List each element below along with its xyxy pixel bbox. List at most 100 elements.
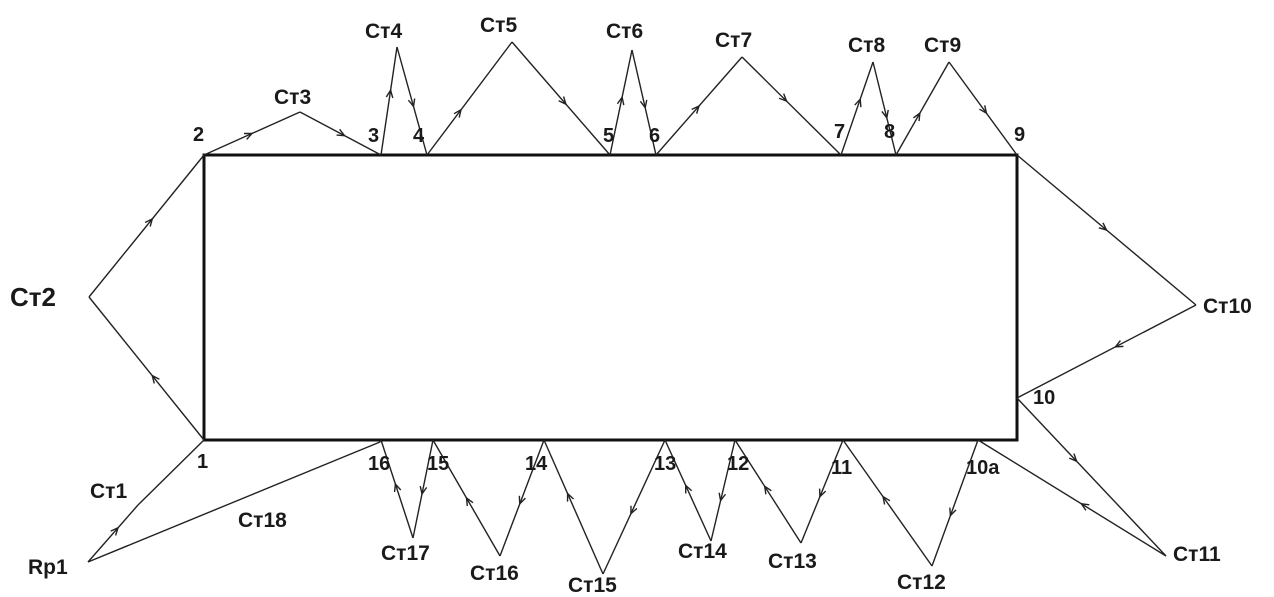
point-label-15: 15: [427, 453, 449, 475]
station-label-st14: Ст14: [678, 540, 727, 563]
station-label-rp1: Rp1: [28, 556, 68, 579]
station-label-st12: Ст12: [897, 571, 946, 594]
station-label-st3: Ст3: [274, 86, 311, 109]
traverse-edge-st15-p14: [543, 439, 604, 575]
point-label-14: 14: [525, 453, 548, 475]
traverse-edge-p4-st5: [426, 41, 513, 156]
traverse-edge-st14-p13: [664, 439, 712, 542]
station-label-st2: Ст2: [10, 282, 56, 312]
direction-arrow-icon: [151, 374, 160, 384]
station-label-st16: Ст16: [470, 562, 519, 585]
point-label-8: 8: [884, 121, 895, 143]
traverse-edge-st9-p9: [948, 61, 1018, 156]
station-label-st11: Ст11: [1173, 543, 1221, 566]
direction-arrow-icon: [854, 97, 862, 108]
direction-arrow-icon: [1113, 340, 1124, 348]
direction-arrow-icon: [718, 492, 727, 503]
station-labels: Rp1 Ст1 Ст2 Ст3 Ст4 Ст5 Ст6 Ст7 Ст8 Ст9 …: [10, 14, 1252, 597]
direction-arrow-icon: [912, 111, 921, 122]
traverse-edge-p10-st11: [1016, 397, 1167, 557]
point-label-10a: 10a: [966, 457, 1000, 479]
station-label-st8: Ст8: [848, 34, 885, 57]
station-label-st10: Ст10: [1203, 295, 1252, 318]
traverse-edge-st13-p12: [734, 439, 802, 544]
point-label-2: 2: [193, 124, 204, 146]
traverse-edge-st2-p2: [88, 154, 205, 298]
direction-arrow-icon: [518, 495, 526, 506]
station-label-st15: Ст15: [568, 574, 617, 597]
point-label-12: 12: [727, 453, 749, 475]
direction-arrow-icon: [407, 98, 416, 109]
direction-arrow-icon: [453, 108, 463, 118]
point-label-6: 6: [649, 125, 660, 147]
station-label-st9: Ст9: [924, 34, 961, 57]
direction-arrow-icon: [881, 109, 889, 120]
direction-arrow-icon: [1098, 222, 1108, 232]
traverse-edge-rp1-st1: [87, 504, 139, 563]
direction-arrow-icon: [616, 95, 625, 106]
direction-arrow-icon: [691, 104, 701, 114]
direction-arrow-icon: [882, 495, 891, 505]
station-label-st17: Ст17: [381, 542, 430, 565]
traverse-edge-st10-p10: [1016, 304, 1197, 399]
point-label-16: 16: [368, 453, 390, 475]
point-label-5: 5: [603, 125, 614, 147]
station-label-st5: Ст5: [480, 14, 517, 37]
point-label-1: 1: [197, 451, 208, 473]
traverse-edge-p1-st2: [88, 296, 205, 441]
point-label-10: 10: [1033, 387, 1055, 409]
traverse-edge-st7-p7: [741, 56, 842, 156]
traverse-edge-p5-st6: [609, 49, 633, 156]
direction-arrow-icon: [630, 505, 638, 516]
traverse-edge-p15-st17: [412, 439, 434, 539]
direction-arrow-icon: [144, 217, 154, 227]
traverse-edges: [87, 41, 1197, 575]
traverse-edge-p10a-st12: [931, 439, 979, 567]
direction-arrow-icon: [639, 99, 648, 110]
traverse-edge-st1-p1: [137, 439, 205, 506]
direction-arrow-icon: [110, 526, 120, 536]
station-label-st1: Ст1: [90, 480, 127, 503]
traverse-edge-st8-p8: [872, 61, 897, 156]
direction-arrow-icon: [393, 482, 402, 493]
direction-arrow-icon: [566, 492, 574, 502]
traverse-edge-st4-p4: [396, 46, 428, 156]
direction-arrow-icon: [558, 96, 568, 106]
direction-arrow-icon: [385, 88, 394, 99]
station-label-st18: Ст18: [238, 509, 287, 532]
building-outline: [202, 153, 1019, 442]
traverse-edge-st6-p6: [631, 49, 657, 156]
traverse-edge-p13-st15: [602, 439, 666, 575]
direction-arrow-icon: [243, 132, 254, 140]
traverse-edge-p3-st4: [380, 46, 398, 156]
point-label-4: 4: [413, 125, 425, 147]
direction-arrow-icon: [1079, 502, 1090, 511]
traverse-edge-st12-p11: [842, 439, 933, 567]
direction-arrow-icon: [465, 496, 474, 507]
traverse-edge-p12-st14: [710, 439, 736, 542]
traverse-edge-rp1-st18: [87, 441, 381, 563]
point-labels: 1 2 3 4 5 6 7 8 9 10 10a 11 12 13 14 15 …: [193, 121, 1055, 479]
direction-arrow-icon: [818, 488, 827, 499]
direction-arrow-icon: [778, 93, 788, 103]
traverse-edge-p11-st13: [800, 439, 844, 544]
direction-arrow-icon: [1068, 453, 1078, 463]
traverse-edge-st11-p10a: [977, 439, 1167, 557]
traverse-edge-st3-p3: [299, 111, 382, 156]
traverse-edge-st17-p16: [380, 439, 414, 539]
direction-arrow-icon: [336, 128, 347, 137]
point-label-13: 13: [654, 453, 676, 475]
point-label-11: 11: [831, 457, 852, 479]
station-label-st6: Ст6: [606, 20, 643, 43]
direction-arrow-icon: [684, 483, 693, 494]
direction-arrow-icon: [949, 507, 957, 518]
point-label-3: 3: [368, 125, 379, 147]
traverse-edge-p7-st8: [840, 61, 874, 156]
point-label-9: 9: [1014, 124, 1025, 146]
station-label-st4: Ст4: [365, 20, 402, 43]
traverse-edge-p14-st16: [499, 439, 545, 557]
direction-arrow-icon: [763, 484, 772, 495]
direction-arrow-icon: [419, 485, 428, 496]
point-label-7: 7: [834, 121, 845, 143]
